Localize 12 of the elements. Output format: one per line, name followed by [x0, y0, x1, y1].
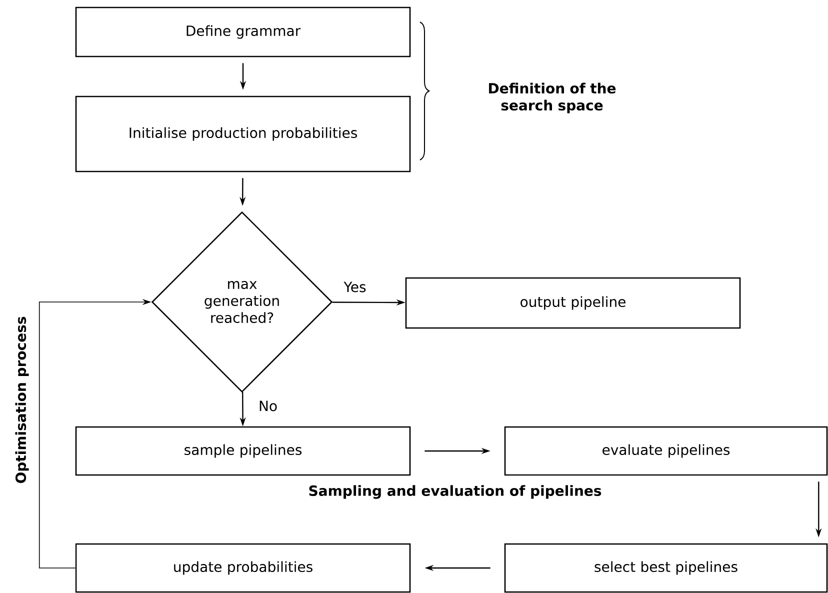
- process-box: evaluate pipelines: [504, 426, 828, 476]
- process-box: output pipeline: [405, 277, 741, 329]
- edge-label: No: [257, 400, 279, 412]
- group-label: Optimisation process: [15, 316, 29, 484]
- group-label: Definition of the search space: [489, 82, 616, 114]
- process-box: select best pipelines: [504, 543, 828, 593]
- process-box: sample pipelines: [75, 426, 411, 476]
- process-box: Define grammar: [75, 6, 411, 58]
- process-box: Initialise production probabilities: [75, 96, 411, 172]
- edge-label: Yes: [342, 280, 368, 294]
- process-box: update probabilities: [75, 543, 411, 593]
- group-label: Sampling and evaluation of pipelines: [309, 485, 602, 499]
